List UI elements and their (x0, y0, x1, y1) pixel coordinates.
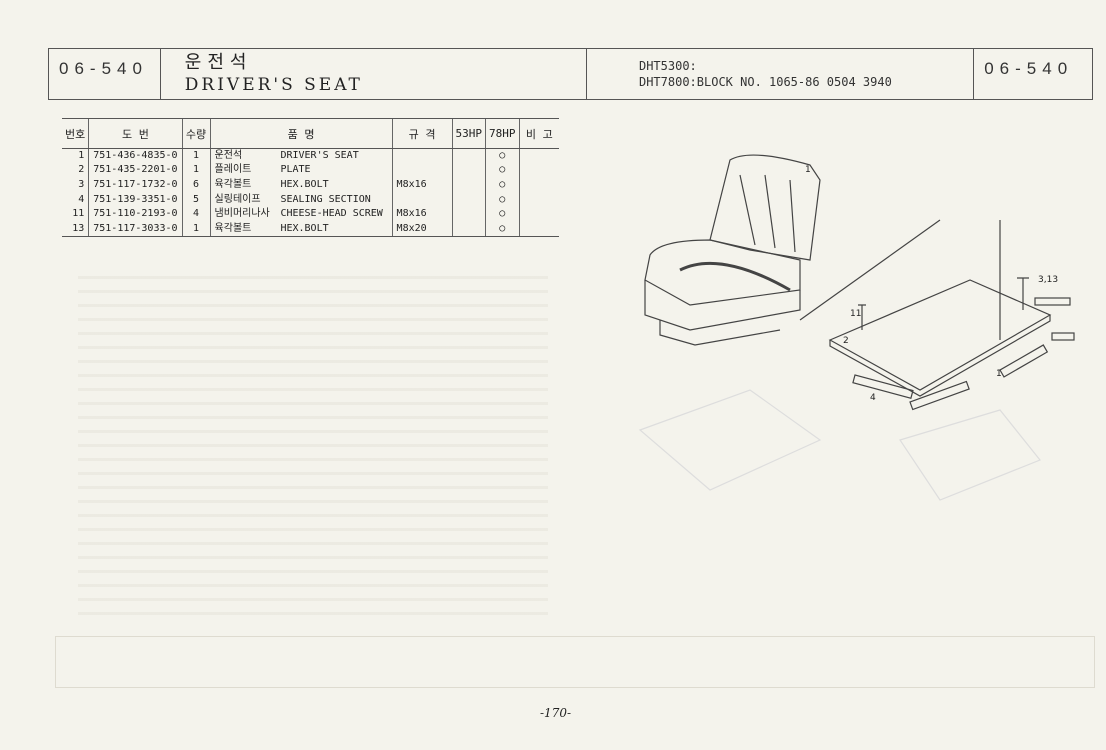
row-no: 4 (78, 193, 85, 205)
quantity: 1 (181, 163, 211, 178)
col-part-number: 도 번 (88, 118, 183, 149)
hp53-mark (451, 192, 486, 207)
part-name-en: CHEESE-HEAD SCREW (280, 208, 383, 220)
col-remarks: 비 고 (518, 118, 560, 149)
remarks (518, 192, 560, 207)
title-cell: 운전석 DRIVER'S SEAT (161, 49, 587, 99)
exploded-diagram: 1 1 2 3,13 4 11 (638, 154, 1075, 501)
part-name-en: SEALING SECTION (280, 193, 371, 205)
spec: M8x16 (391, 177, 453, 193)
quantity: 6 (181, 177, 211, 193)
callout-11: 11 (850, 309, 861, 319)
row-no: 3 (78, 178, 85, 190)
row-no: 1 (78, 150, 85, 162)
spec (391, 148, 453, 164)
spec: M8x20 (391, 221, 453, 237)
part-name-ko: 육각볼트 (209, 221, 277, 237)
quantity: 5 (181, 192, 211, 207)
callout-4: 4 (870, 393, 876, 403)
remarks (518, 163, 560, 178)
callout-3-13: 3,13 (1038, 275, 1058, 285)
part-name-en: PLATE (280, 164, 311, 176)
part-name-en: HEX.BOLT (280, 178, 329, 190)
hp78-mark: ○ (485, 221, 520, 237)
code-text: 06-540 (59, 59, 148, 78)
part-name-ko: 냄비머리나사 (209, 206, 277, 222)
callout-1b: 1 (996, 369, 1002, 379)
col-53hp: 53HP (451, 118, 486, 149)
remarks (518, 177, 560, 193)
bleed-through-drawing (638, 389, 1041, 501)
hp53-mark (451, 177, 486, 193)
part-number: 751-110-2193-0 (88, 206, 183, 222)
quantity: 4 (181, 206, 211, 222)
model-line-1: DHT5300: (638, 59, 697, 73)
spec (391, 192, 453, 207)
model-line-2: DHT7800:BLOCK NO. 1065-86 0504 3940 (638, 75, 892, 89)
spec: M8x16 (391, 206, 453, 222)
part-name-ko: 실링테이프 (209, 192, 277, 207)
spec (391, 163, 453, 178)
model-cell: DHT5300: DHT7800:BLOCK NO. 1065-86 0504 … (587, 49, 975, 99)
part-number: 751-436-4835-0 (88, 148, 183, 164)
quantity: 1 (181, 148, 211, 164)
hp53-mark (451, 221, 486, 237)
part-number: 751-139-3351-0 (88, 192, 183, 207)
base-plate-drawing (799, 219, 1075, 411)
code-text: 06-540 (984, 59, 1074, 78)
part-number: 751-117-3033-0 (88, 221, 183, 237)
title-english: DRIVER'S SEAT (184, 75, 363, 95)
hp78-mark: ○ (485, 206, 520, 222)
remarks (518, 148, 560, 164)
part-number: 751-435-2201-0 (88, 163, 183, 178)
hp78-mark: ○ (485, 177, 520, 193)
hp78-mark: ○ (485, 192, 520, 207)
part-name-ko: 플레이트 (209, 163, 277, 178)
part-number: 751-117-1732-0 (88, 177, 183, 193)
page-header: 06-540 운전석 DRIVER'S SEAT DHT5300: DHT780… (48, 48, 1093, 100)
part-name-ko: 육각볼트 (209, 177, 277, 193)
col-name: 품 명 (209, 118, 393, 149)
remarks (518, 221, 560, 237)
part-name-en: DRIVER'S SEAT (280, 150, 359, 162)
part-name-en: HEX.BOLT (276, 221, 393, 237)
part-name-ko: 운전석 (209, 148, 277, 164)
hp78-mark: ○ (485, 163, 520, 178)
hp53-mark (451, 148, 486, 164)
bleed-through-ghost (78, 265, 548, 620)
callout-2: 2 (843, 336, 849, 346)
page-number: -170- (540, 706, 572, 720)
callout-1: 1 (805, 165, 811, 175)
remarks (518, 206, 560, 222)
hp53-mark (451, 163, 486, 178)
hp78-mark: ○ (485, 148, 520, 164)
row-no: 11 (72, 208, 85, 220)
row-no: 13 (62, 221, 89, 237)
hp53-mark (451, 206, 486, 222)
bleed-through-ghost-header (55, 636, 1095, 688)
title-korean: 운전석 (184, 52, 253, 73)
seat-drawing (644, 154, 821, 346)
row-no: 2 (78, 164, 85, 176)
col-no: 번호 (62, 118, 89, 149)
section-code-right: 06-540 (974, 49, 1092, 99)
col-qty: 수량 (181, 118, 211, 149)
quantity: 1 (181, 221, 211, 237)
col-78hp: 78HP (485, 118, 520, 149)
section-code-left: 06-540 (49, 49, 161, 99)
col-spec: 규 격 (391, 118, 453, 149)
